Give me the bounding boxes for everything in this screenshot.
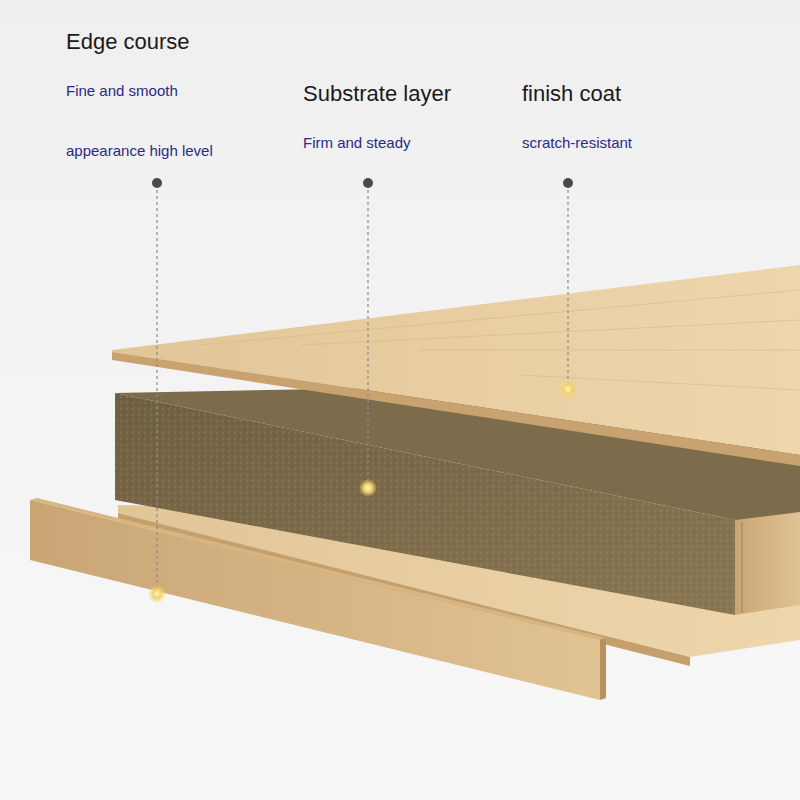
- feature-note: scratch-resistant: [522, 134, 632, 152]
- side-edge-line: [741, 522, 743, 613]
- side-edge-band: [735, 512, 800, 615]
- part-name: Edge course: [66, 29, 190, 55]
- leader-dots: [152, 178, 573, 188]
- feature-note: Firm and steady: [303, 134, 411, 152]
- part-name: Substrate layer: [303, 81, 451, 107]
- edge-strip-end: [600, 638, 606, 700]
- feature-note: appearance high level: [66, 142, 213, 160]
- feature-note: Fine and smooth: [66, 82, 178, 100]
- glow-dots: [148, 380, 577, 603]
- edge-strip: [30, 500, 600, 700]
- finish-board: [112, 265, 800, 455]
- wood-grain: [200, 290, 800, 390]
- finish-board-edge: [112, 352, 800, 466]
- leader-lines: [157, 190, 568, 588]
- part-name: finish coat: [522, 81, 621, 107]
